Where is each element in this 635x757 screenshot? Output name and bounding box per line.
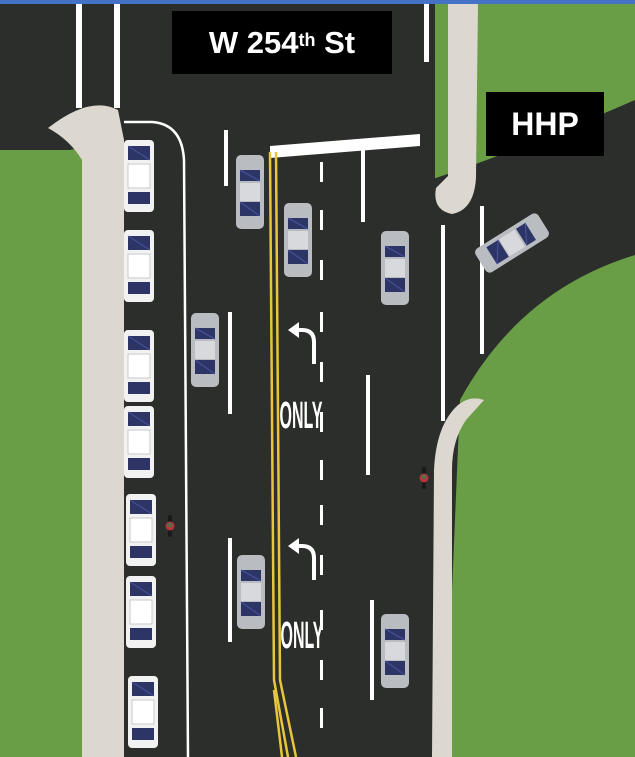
parked-vehicle (125, 575, 157, 649)
car-icon (380, 613, 410, 689)
car-icon (380, 230, 410, 306)
parked-vehicle (123, 139, 155, 213)
only-marking-upper: ONLY (280, 395, 323, 437)
car-icon (283, 202, 313, 278)
right-sidewalk (432, 398, 484, 757)
parked-vehicle (123, 329, 155, 403)
car-icon (235, 154, 265, 230)
parked-vehicle (123, 405, 155, 479)
parked-vehicle (125, 493, 157, 567)
parked-vehicle (123, 229, 155, 303)
bike-lane-line (124, 120, 190, 757)
street-name-main: W 254 (208, 24, 299, 60)
parked-vehicle (127, 675, 159, 749)
car-icon (236, 554, 266, 630)
only-marking-lower: ONLY (281, 615, 324, 657)
car-icon (190, 312, 220, 388)
upper-right-island (435, 0, 478, 214)
street-name-suffix: th (298, 30, 316, 50)
top-accent-bar (0, 0, 635, 4)
hhp-label: HHP (486, 92, 604, 156)
left-sidewalk (48, 105, 124, 757)
street-name-tail: St (315, 24, 356, 60)
dashed-lane-divider (320, 162, 323, 728)
double-yellow-center-line (268, 151, 298, 757)
stop-bar (270, 134, 420, 158)
